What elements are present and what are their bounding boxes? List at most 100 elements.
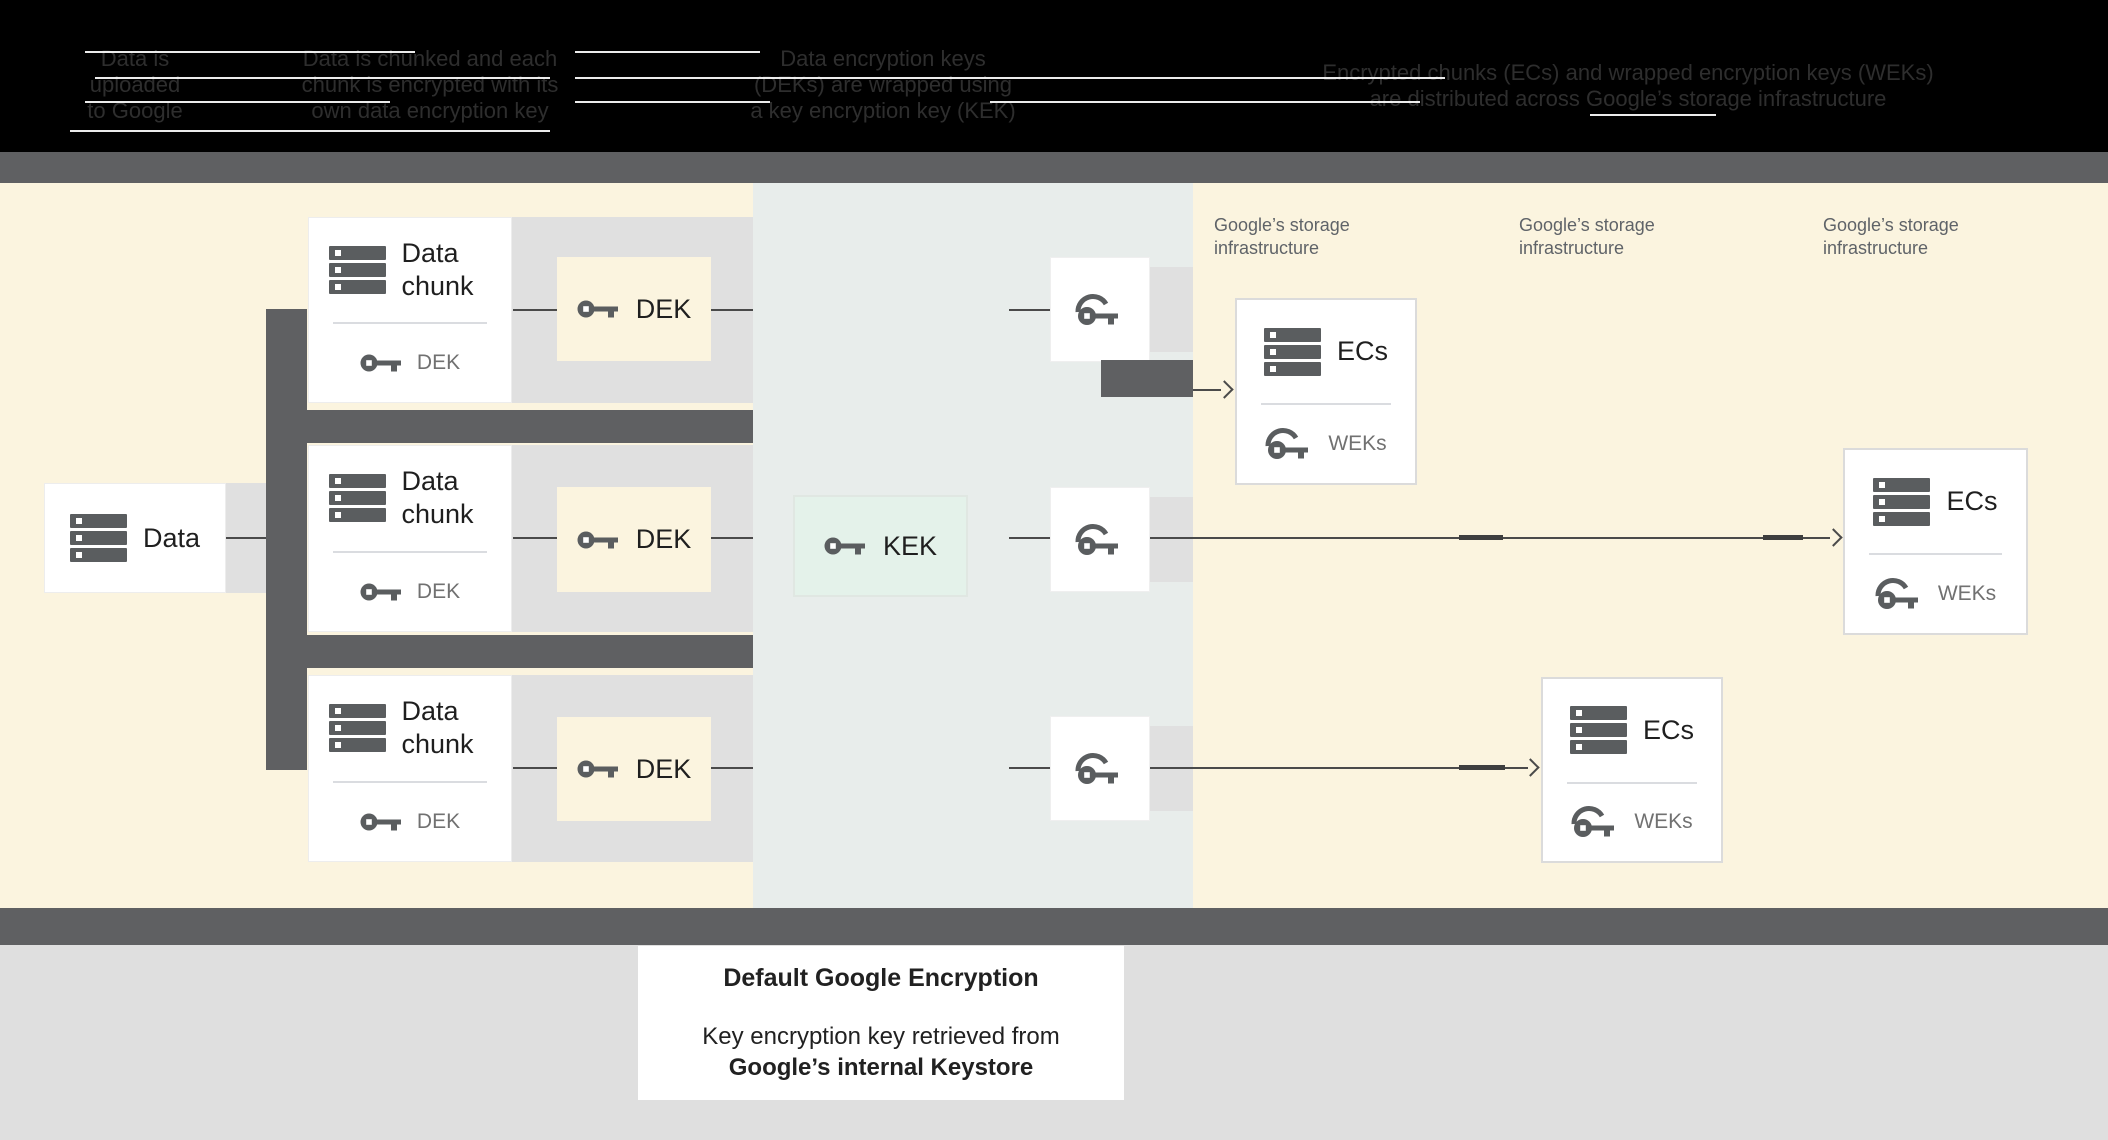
key-icon: [577, 531, 618, 548]
row3-arrow-line: [1150, 767, 1528, 769]
row2-line-segment: [1763, 535, 1803, 540]
key-icon: [360, 583, 401, 601]
chunk-main: Data chunk: [309, 676, 511, 781]
divider: [333, 780, 487, 783]
ecs-label: ECs: [1642, 714, 1694, 745]
storage-label-1: Google’s storage infrastructure: [1214, 214, 1350, 260]
row1-line-c: [1009, 309, 1050, 311]
chunk-dek-label: DEK: [416, 809, 461, 833]
footnote-box: Default Google Encryption Key encryption…: [638, 946, 1124, 1100]
data-stack-icon: [328, 704, 386, 753]
streak-artifact: [95, 77, 550, 79]
row1-line-b: [711, 309, 753, 311]
storage-label-line2: infrastructure: [1214, 238, 1320, 258]
chunk-main: Data chunk: [309, 218, 511, 322]
storage-label-line1: Google’s storage: [1214, 215, 1350, 235]
dek-box-label: DEK: [635, 524, 692, 554]
data-chunk-box-1: Data chunk DEK: [308, 217, 512, 403]
wrapped-key-cell-3: [1050, 716, 1150, 821]
footnote-title: Default Google Encryption: [723, 963, 1039, 992]
ecs-weks-row: WEKs: [1237, 405, 1415, 483]
storage-label-line2: infrastructure: [1519, 238, 1625, 258]
data-box-label: Data: [142, 522, 201, 553]
divider: [1261, 403, 1391, 406]
caption-line: a key encryption key (KEK): [750, 98, 1016, 123]
kek-box: KEK: [793, 495, 968, 597]
data-chunk-box-2: Data chunk DEK: [308, 445, 512, 632]
wrapped-key-cell-1: [1050, 257, 1150, 362]
wrapped-key-cell-2: [1050, 487, 1150, 592]
wrapped-key-icon: [1075, 293, 1118, 325]
row2-line-c: [1009, 537, 1050, 539]
dek-box-2: DEK: [557, 487, 711, 592]
wrapped-key-icon: [1875, 578, 1918, 610]
ecs-box-2: ECs WEKs: [1843, 448, 2028, 635]
streak-artifact: [70, 130, 550, 132]
divider: [1869, 553, 2002, 556]
storage-label-2: Google’s storage infrastructure: [1519, 214, 1655, 260]
footnote-line1: Key encryption key retrieved from: [702, 1022, 1060, 1050]
footer-area: Default Google Encryption Key encryption…: [0, 945, 2108, 1140]
row2-line-segment: [1459, 535, 1503, 540]
caption-step-1: Data is uploaded to Google: [80, 46, 190, 124]
row2-line-a: [513, 537, 557, 539]
wrapped-key-icon: [1075, 523, 1118, 555]
storage-label-line1: Google’s storage: [1519, 215, 1655, 235]
caption-line: uploaded: [89, 72, 181, 97]
caption-banner: Data is uploaded to Google Data is chunk…: [0, 0, 2108, 152]
streak-artifact: [990, 101, 1420, 103]
wrapped-key-icon: [1075, 752, 1118, 784]
data-stack-icon: [1263, 327, 1321, 376]
divider: [1567, 781, 1697, 784]
data-stack-icon: [1569, 706, 1627, 755]
data-stack-icon: [328, 474, 386, 523]
row2-arrowhead: [1824, 528, 1843, 547]
caption-line: chunk is encrypted with its: [301, 72, 559, 97]
data-stack-icon: [1873, 477, 1931, 526]
dek-box-3: DEK: [557, 717, 711, 821]
streak-artifact: [575, 77, 1445, 79]
dek-box-label: DEK: [635, 293, 692, 324]
row1-thick-connector: [1101, 360, 1193, 397]
weks-label: WEKs: [1937, 582, 1997, 606]
caption-step-4: Encrypted chunks (ECs) and wrapped encry…: [1298, 60, 1958, 112]
chunk-label: Data chunk: [401, 696, 474, 760]
chunk-dek-row: DEK: [309, 324, 511, 402]
key-icon: [360, 354, 401, 372]
data-box: Data: [44, 483, 226, 593]
key-icon: [577, 300, 618, 318]
kek-box-label: KEK: [882, 530, 938, 561]
storage-label-line2: infrastructure: [1823, 238, 1929, 258]
chunk-dek-label: DEK: [416, 351, 461, 374]
ecs-weks-row: WEKs: [1543, 784, 1721, 861]
dek-box-label: DEK: [635, 753, 692, 784]
chunk-main: Data chunk: [309, 446, 511, 551]
data-stack-icon: [328, 246, 386, 294]
ecs-label: ECs: [1946, 486, 1998, 517]
diagram-field: Data Data chunk DEK DEK: [0, 183, 2108, 908]
row1-arrow-line: [1193, 389, 1221, 391]
chunk-dek-label: DEK: [416, 579, 461, 603]
ecs-weks-row: WEKs: [1845, 555, 2026, 633]
chunk-trunk-bar: [266, 309, 307, 770]
ecs-main: ECs: [1543, 679, 1721, 782]
caption-line: Data encryption keys: [780, 46, 986, 71]
divider: [333, 322, 487, 324]
top-separator-bar: [0, 152, 2108, 183]
key-icon: [824, 537, 865, 555]
ecs-main: ECs: [1845, 450, 2026, 553]
caption-step-3: Data encryption keys (DEKs) are wrapped …: [733, 46, 1033, 124]
streak-artifact: [575, 101, 770, 103]
chunk-band-2: [266, 635, 753, 668]
keycell1-stub: [1150, 267, 1193, 352]
streak-artifact: [1590, 114, 1716, 116]
footnote-line2: Google’s internal Keystore: [728, 1053, 1034, 1081]
chunk-dek-row: DEK: [309, 783, 511, 861]
storage-label-line1: Google’s storage: [1823, 215, 1959, 235]
row3-line-a: [513, 767, 557, 769]
streak-artifact: [575, 51, 760, 53]
chunk-label: Data chunk: [401, 466, 474, 530]
caption-line: Data is chunked and each: [302, 46, 558, 71]
row3-line-b: [711, 767, 753, 769]
caption-step-2: Data is chunked and each chunk is encryp…: [280, 46, 580, 124]
